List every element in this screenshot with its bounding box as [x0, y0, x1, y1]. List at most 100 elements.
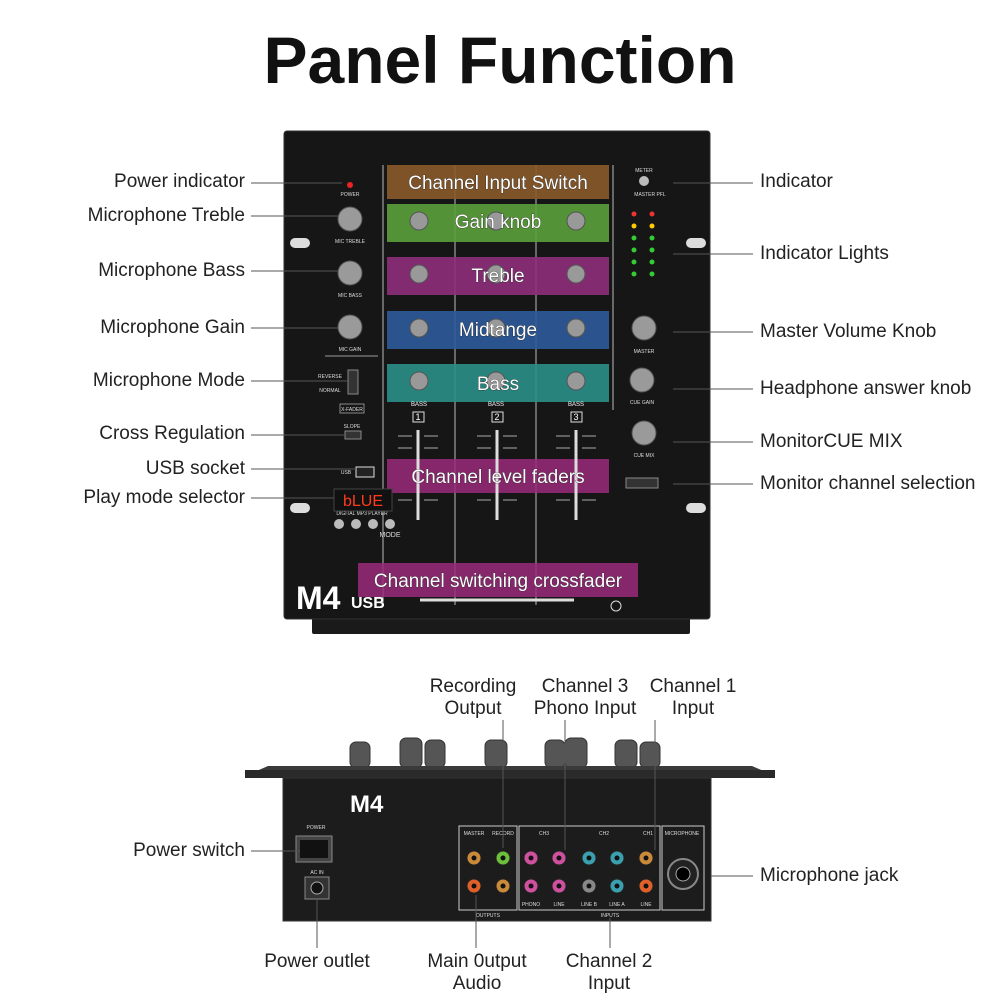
overlay-mid-label: Midtange [459, 320, 537, 341]
mp3-text: DIGITAL MP3 PLAYER [336, 511, 388, 517]
callout-power-outlet: Power outlet [247, 951, 387, 973]
brand-m: M4 [296, 580, 341, 616]
callout-power-switch: Power switch [133, 840, 245, 861]
meter-button [639, 176, 649, 186]
callout-ch3-phono-line2: Phono Input [533, 698, 637, 719]
callout-ch2-input: Channel 2 Input [549, 951, 669, 995]
callout-power-outlet-line1: Power outlet [264, 951, 370, 972]
callout-ch1-input-line1: Channel 1 [649, 676, 737, 697]
callout-cross-regulation: Cross Regulation [99, 423, 245, 444]
mic-knobs [337, 206, 363, 340]
overlay-input-switch-label: Channel Input Switch [408, 173, 588, 194]
rear-phono-text: PHONO [522, 902, 540, 908]
normal-text: NORMAL [319, 388, 341, 394]
bass-label-3: BASS [568, 402, 584, 408]
overlay-bass-label: Bass [477, 374, 519, 395]
headphone-icon [610, 600, 622, 612]
ch2-number: 2 [494, 412, 499, 422]
rear-linea-text: LINE A [609, 902, 625, 908]
overlay-gain-label: Gain knob [455, 212, 542, 233]
callout-ch3-phono: Channel 3 Phono Input [525, 676, 645, 720]
power-led [347, 182, 353, 188]
rear-body [282, 777, 712, 922]
monitor-selector [625, 477, 659, 489]
callout-ch1-input: Channel 1 Input [638, 676, 748, 720]
rear-ch3-text: CH3 [539, 831, 549, 837]
callout-ch3-phono-line1: Channel 3 [541, 676, 629, 697]
callout-indicator-lights: Indicator Lights [760, 243, 889, 264]
rear-acin-text: AC IN [310, 870, 324, 876]
channel-knobs [409, 211, 586, 391]
callout-main-output-line1: Main 0utput [427, 951, 527, 972]
power-text: POWER [341, 192, 360, 198]
mic-gain-text: MIC GAIN [339, 347, 362, 353]
callout-recording-output-line1: Recording [429, 676, 517, 697]
callout-indicator: Indicator [760, 171, 833, 192]
callout-master-volume: Master Volume Knob [760, 321, 937, 342]
page-title: Panel Function [263, 23, 737, 97]
mp3-display [333, 488, 393, 512]
reverse-text: REVERSE [318, 374, 343, 380]
callout-play-mode: Play mode selector [83, 487, 245, 508]
mode-text: MODE [380, 532, 401, 539]
channel-numbers: 1 2 3 BASS BASS BASS [411, 402, 584, 423]
callout-mic-treble: Microphone Treble [87, 205, 245, 226]
rear-power-text: POWER [307, 825, 326, 831]
rear-inputs-text: INPUTS [601, 913, 620, 919]
vu-meter [631, 211, 655, 277]
fader-ticks [398, 435, 596, 501]
overlay-crossfader [358, 563, 638, 597]
usb-text: USB [341, 470, 352, 476]
meter-text: METER [635, 168, 653, 174]
cue-gain-text: CUE GAIN [630, 400, 655, 406]
rear-knob-silhouettes [349, 737, 661, 769]
rear-lineb-text: LINE B [581, 902, 598, 908]
rear-ch1-text: CH1 [643, 831, 653, 837]
rear-ch1-line-text: LINE [640, 902, 652, 908]
callout-main-output-line2: Audio [452, 973, 502, 994]
mp3-display-text: bLUE [343, 493, 383, 510]
callout-ch2-input-line1: Channel 2 [565, 951, 653, 972]
mic-bass-text: MIC BASS [338, 293, 363, 299]
overlay-faders-label: Channel level faders [411, 467, 584, 488]
slope-text: SLOPE [344, 424, 361, 430]
cue-mix-text: CUE MIX [634, 453, 656, 459]
mic-treble-text: MIC TREBLE [335, 239, 366, 245]
ch1-number: 1 [415, 412, 420, 422]
brand-usb: USB [351, 595, 385, 612]
rear-master-text: MASTER [464, 831, 485, 837]
rear-microphone-text: MICROPHONE [665, 831, 700, 837]
bass-label-1: BASS [411, 402, 427, 408]
callout-mic-bass: Microphone Bass [98, 260, 245, 281]
callout-usb-socket: USB socket [145, 458, 245, 479]
callout-mic-mode: Microphone Mode [92, 370, 245, 391]
rear-brand: M4 [350, 791, 384, 818]
fader-tracks [416, 430, 578, 520]
callout-ch1-input-line2: Input [671, 698, 715, 719]
rear-outputs-text: OUTPUTS [476, 913, 501, 919]
callout-power-indicator: Power indicator [114, 171, 245, 192]
mp3-buttons [334, 519, 395, 529]
callout-ch2-input-line2: Input [587, 973, 631, 994]
bass-label-2: BASS [488, 402, 504, 408]
rear-ch2-text: CH2 [599, 831, 609, 837]
callout-monitor-channel: Monitor channel selection [760, 473, 976, 494]
callout-headphone-knob: Headphone answer knob [760, 378, 972, 399]
ch3-number: 3 [573, 412, 578, 422]
master-text: MASTER [634, 349, 655, 355]
callout-recording-output-line2: Output [444, 698, 502, 719]
callout-recording-output: Recording Output [413, 676, 533, 720]
callout-monitor-cue-mix: MonitorCUE MIX [760, 431, 903, 452]
rear-line-text: LINE [553, 902, 565, 908]
usb-port [355, 466, 375, 478]
callout-mic-gain: Microphone Gain [100, 317, 245, 338]
master-pfl-text: MASTER PFL [634, 192, 666, 198]
mic-mode-switch [347, 369, 359, 395]
master-knobs [629, 315, 657, 446]
overlay-crossfader-label: Channel switching crossfader [374, 571, 623, 592]
overlay-treble-label: Treble [471, 266, 524, 287]
callout-microphone-jack: Microphone jack [760, 865, 899, 886]
xfader-text: X-FADER [341, 407, 363, 413]
callout-main-output: Main 0utput Audio [412, 951, 542, 995]
